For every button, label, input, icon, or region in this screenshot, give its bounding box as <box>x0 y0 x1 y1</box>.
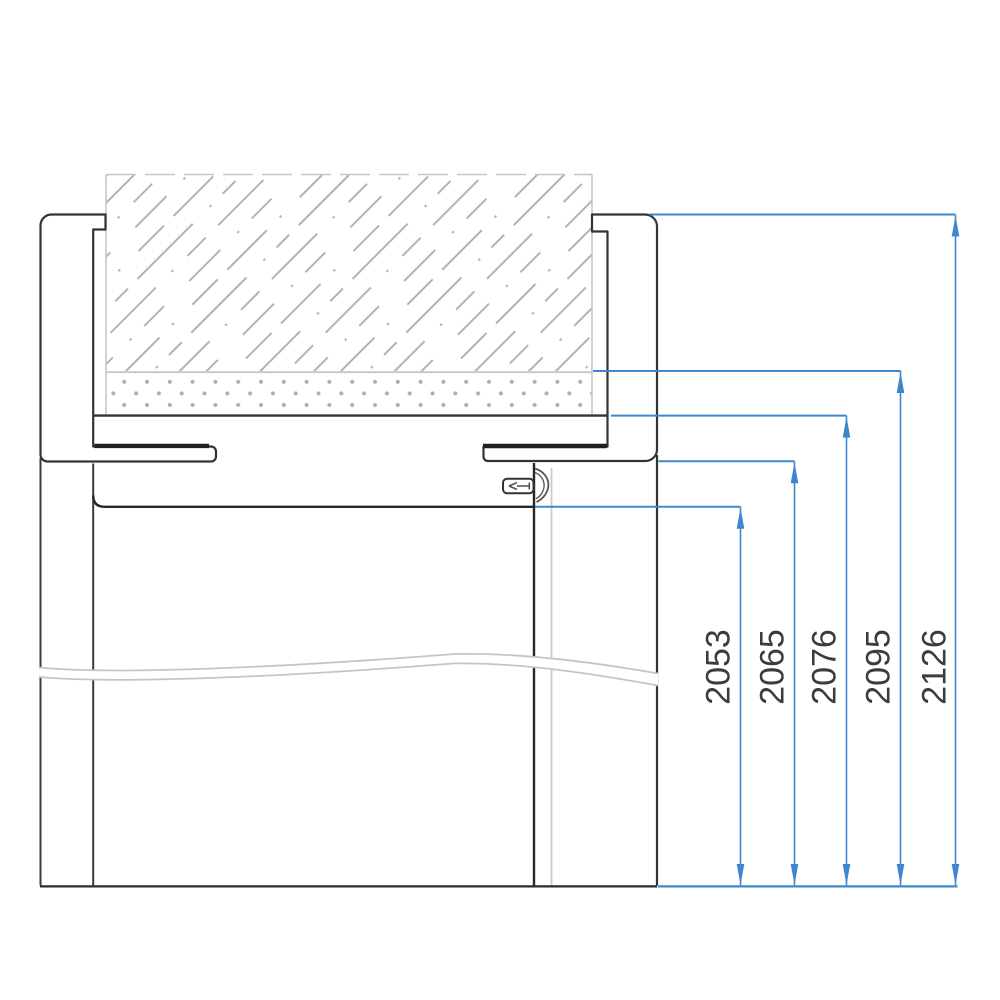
svg-text:2126: 2126 <box>916 629 954 705</box>
svg-text:2076: 2076 <box>806 629 844 705</box>
svg-text:2053: 2053 <box>700 629 738 705</box>
svg-text:2095: 2095 <box>860 629 898 705</box>
svg-text:2065: 2065 <box>754 629 792 705</box>
